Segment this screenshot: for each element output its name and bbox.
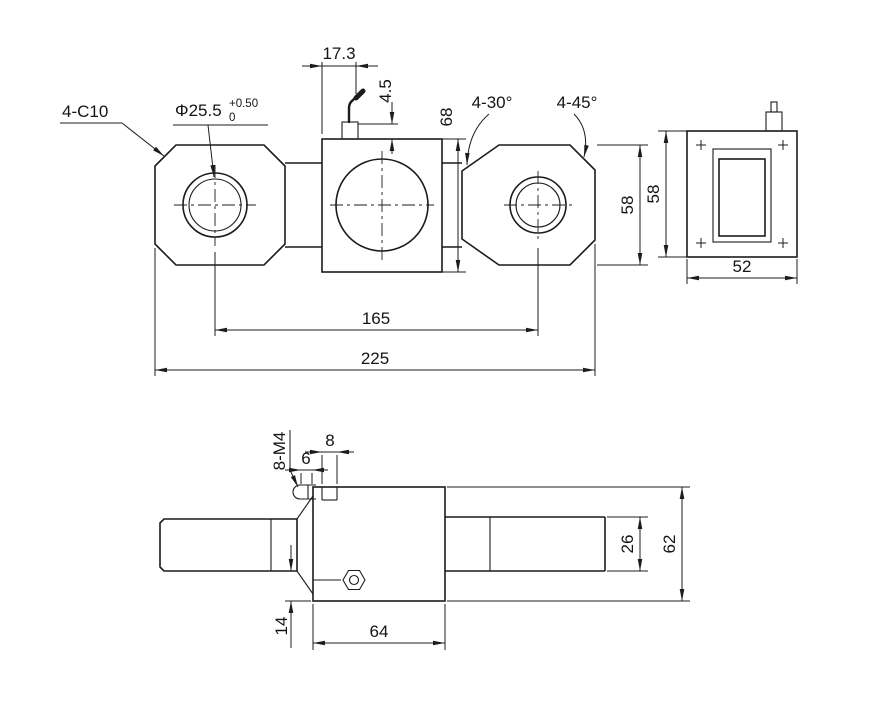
dim-68: 68 [437,108,466,273]
leader-arc [573,113,589,158]
dim-6: 6 [285,449,328,484]
thread-note-label: 8-M4 [270,432,289,471]
connector-body [765,111,783,132]
right-hole [504,171,572,240]
screw-mark [696,238,706,248]
note-chamfer-45: 4-45° [557,93,598,158]
dim-58-front: 58 [597,144,648,266]
dim-165-label: 165 [362,309,390,328]
side-body-outline [686,130,798,258]
chamfer-45-label: 4-45° [557,93,598,112]
cable-tip [353,88,366,101]
hex-screw-plan [313,569,366,591]
connector-pin [770,101,778,113]
gland-capsule [292,484,316,500]
tolerance-lower: 0 [229,112,235,124]
cone-line-top [296,495,314,520]
left-end-block [154,144,286,266]
dim-225-label: 225 [361,349,389,368]
dim-62-label: 62 [660,535,679,554]
center-block [321,138,443,273]
chamfer-c10-label: 4-C10 [62,102,108,121]
dim-68-label: 68 [437,108,456,127]
loadcell-plan-outline [159,486,606,602]
left-shaft [159,518,298,572]
dim-52-label: 52 [733,257,752,276]
hex-nut-center [348,574,360,586]
dim-8-label: 8 [325,431,334,450]
dim-62: 62 [447,486,690,602]
cable-wire [347,91,362,124]
leader-line [289,469,299,488]
leader-line [207,124,215,178]
dim-17-3: 17.3 [302,44,378,134]
dim-26: 26 [607,516,648,572]
center-block-plan [312,486,446,602]
dim-58-side: 58 [644,130,687,258]
left-hole [174,165,256,246]
hole-dia-label: Φ25.5 [175,101,222,120]
note-chamfer-c10: 4-C10 [60,102,165,157]
tolerance-upper: +0.50 [229,98,258,110]
dim-64-label: 64 [370,622,389,641]
top-view: 8-M4 8 6 26 [159,430,690,650]
leader-arc [465,113,490,166]
dim-58-side-label: 58 [644,185,663,204]
front-view: 17.3 4.5 68 4-30° 4-45° [60,44,648,376]
dim-225: 225 [154,244,596,376]
cable-gland [341,88,366,140]
note-chamfer-30: 4-30° [465,93,513,166]
screw-mark [778,140,788,150]
right-end-block [461,144,596,266]
dim-64: 64 [312,604,446,650]
screw-mark [696,140,706,150]
dim-4-5-label: 4.5 [376,79,395,103]
dim-14: 14 [272,545,311,648]
cable-gland-plan [292,484,338,501]
leader-line [121,122,165,157]
note-hole-diameter: Φ25.5 +0.50 0 [173,98,268,178]
dim-165: 165 [214,248,539,336]
dim-6-label: 6 [301,449,310,468]
cable-gland-body [341,121,359,140]
inner-boss-inner [718,158,766,237]
corner-screws [696,140,788,248]
center-bore [330,151,434,260]
chamfer-30-label: 4-30° [472,93,513,112]
cable-connector [765,101,783,132]
note-8-m4: 8-M4 [270,430,299,488]
hex-nut [342,569,366,591]
dim-4-5: 4.5 [358,79,398,154]
dim-58-front-label: 58 [618,196,637,215]
dim-14-label: 14 [272,617,291,636]
inner-boss-outer [712,148,772,243]
side-view: 58 52 [644,101,798,284]
dim-26-label: 26 [618,535,637,554]
screw-mark [778,238,788,248]
dim-17-3-label: 17.3 [322,44,355,63]
cone-line-bottom [296,570,314,595]
dim-52: 52 [686,257,798,284]
